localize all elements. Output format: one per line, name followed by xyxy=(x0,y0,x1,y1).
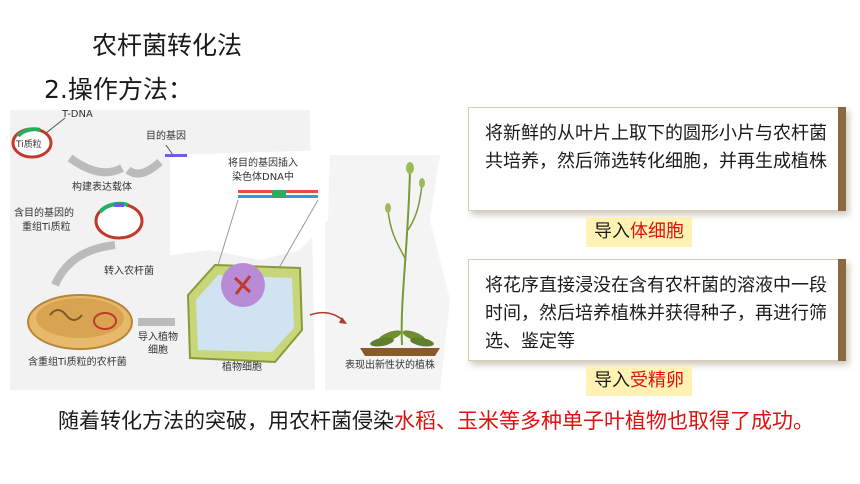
plant-cell-icon xyxy=(186,263,304,364)
label-agro-with-plasmid: 含重组Ti质粒的农杆菌 xyxy=(28,355,127,368)
method-box-leaf-disc-text: 将新鲜的从叶片上取下的圆形小片与农杆菌共培养，然后筛选转化细胞，并再生成植株 xyxy=(485,123,827,172)
diagram-panel-right xyxy=(325,155,450,390)
label-target-gene: 目的基因 xyxy=(146,129,186,142)
method-box-leaf-disc: 将新鲜的从叶片上取下的圆形小片与农杆菌共培养，然后筛选转化细胞，并再生成植株 xyxy=(468,107,846,211)
label-tdna: T-DNA xyxy=(61,109,93,120)
conclusion-plain: 随着转化方法的突破，用农杆菌侵染 xyxy=(58,409,394,433)
arrow-into-agro xyxy=(51,241,116,287)
arrow-left-in xyxy=(67,154,124,177)
target-gene-icon xyxy=(165,144,187,157)
tag-prefix: 导入 xyxy=(594,221,630,242)
label-into-plant-2: 细胞 xyxy=(148,343,168,356)
transformation-diagram: T-DNA Ti质粒 目的基因 构建表达载体 含目的基因的 重组Ti质粒 转入农… xyxy=(10,109,450,390)
section-subtitle: 2.操作方法： xyxy=(44,75,193,104)
label-plant-cell: 植物细胞 xyxy=(222,360,262,373)
tag-fertilized-egg: 导入受精卵 xyxy=(586,366,692,396)
agrobacterium-icon xyxy=(27,294,133,350)
label-insert-2: 染色体DNA中 xyxy=(232,170,294,183)
label-into-agro: 转入农杆菌 xyxy=(104,264,154,277)
conclusion-text: 随着转化方法的突破，用农杆菌侵染水稻、玉米等多种单子叶植物也取得了成功。 xyxy=(58,405,848,437)
label-into-plant-1: 导入植物 xyxy=(138,330,178,343)
conclusion-highlight: 水稻、玉米等多种单子叶植物也取得了成功。 xyxy=(394,409,814,433)
label-ti-plasmid: Ti质粒 xyxy=(15,138,42,150)
box-accent-bar xyxy=(838,107,846,211)
label-recombinant-1: 含目的基因的 xyxy=(14,206,74,219)
recombinant-plasmid-icon xyxy=(94,201,144,240)
tag-highlight: 受精卵 xyxy=(630,370,684,391)
arrow-right-in xyxy=(125,158,163,178)
label-build-vector: 构建表达载体 xyxy=(72,180,132,193)
label-recombinant-2: 重组Ti质粒 xyxy=(22,220,71,233)
transgenic-plant-icon xyxy=(360,162,440,356)
method-box-floral-dip: 将花序直接浸没在含有农杆菌的溶液中一段时间，然后培养植株并获得种子，再进行筛选、… xyxy=(468,259,846,361)
diagram-panel-mid xyxy=(170,150,330,260)
page-title: 农杆菌转化法 xyxy=(92,31,243,60)
dna-strip-icon xyxy=(238,190,318,198)
method-box-floral-dip-text: 将花序直接浸没在含有农杆菌的溶液中一段时间，然后培养植株并获得种子，再进行筛选、… xyxy=(485,275,827,352)
label-insert-1: 将目的基因插入 xyxy=(228,156,298,169)
tag-prefix: 导入 xyxy=(594,370,630,391)
tag-somatic-cell: 导入体细胞 xyxy=(586,217,692,247)
tag-highlight: 体细胞 xyxy=(630,221,684,242)
label-new-trait-plant: 表现出新性状的植株 xyxy=(345,358,435,371)
box-accent-bar xyxy=(838,259,846,361)
ti-plasmid-icon xyxy=(11,127,53,159)
